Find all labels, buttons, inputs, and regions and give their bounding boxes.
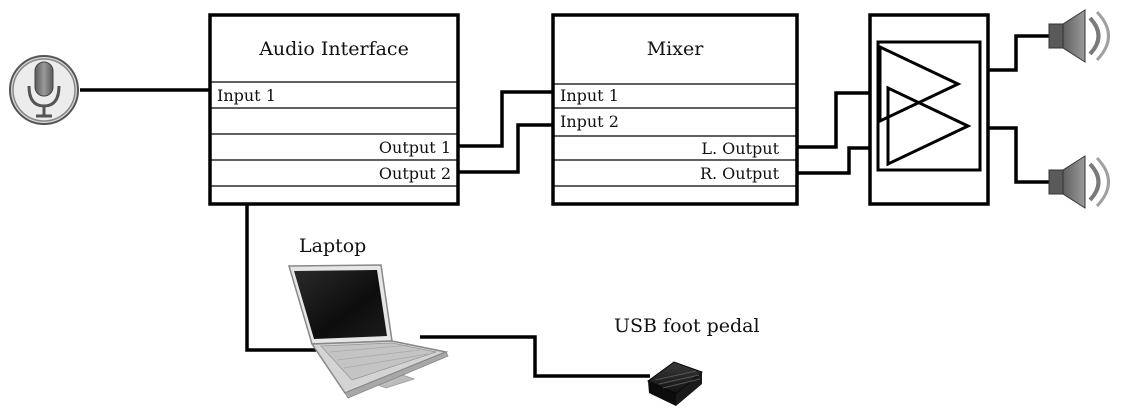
wire-r-output-to-amp bbox=[797, 146, 870, 175]
mixer-l-output-label: L. Output bbox=[701, 139, 779, 158]
mixer-box: Mixer Input 1 Input 2 L. Output R. Outpu… bbox=[551, 13, 799, 206]
wire-amp-to-top-speaker bbox=[988, 34, 1050, 72]
mixer-input-2-label: Input 2 bbox=[560, 112, 619, 131]
wires bbox=[80, 34, 1050, 378]
speaker-icon bbox=[1048, 9, 1110, 63]
mixer-input-1-label: Input 1 bbox=[560, 86, 619, 105]
audio-interface-box: Audio Interface Input 1 Output 1 Output … bbox=[208, 13, 460, 206]
wire-output2-to-mixer-input2 bbox=[458, 123, 553, 174]
foot-pedal-icon bbox=[647, 361, 703, 406]
laptop-label: Laptop bbox=[299, 235, 366, 257]
interface-output-2-label: Output 2 bbox=[379, 164, 451, 183]
wire-l-output-to-amp bbox=[797, 91, 870, 149]
interface-input-1-label: Input 1 bbox=[217, 86, 276, 105]
wire-amp-to-bottom-speaker bbox=[988, 126, 1050, 184]
speaker-icon bbox=[1048, 155, 1110, 209]
microphone-icon bbox=[9, 55, 79, 125]
wire-laptop-to-foot-pedal bbox=[420, 335, 650, 378]
audio-interface-title: Audio Interface bbox=[258, 38, 409, 60]
mixer-r-output-label: R. Output bbox=[700, 164, 780, 183]
laptop-icon bbox=[288, 264, 449, 399]
amplifier-triangle-icon bbox=[886, 85, 972, 167]
amplifier-box bbox=[868, 13, 990, 206]
mixer-title: Mixer bbox=[647, 38, 704, 60]
wire-output1-to-mixer-input1 bbox=[458, 90, 553, 148]
wire-interface-to-laptop bbox=[245, 204, 322, 352]
foot-pedal-label: USB foot pedal bbox=[614, 315, 760, 337]
interface-output-1-label: Output 1 bbox=[379, 138, 451, 157]
